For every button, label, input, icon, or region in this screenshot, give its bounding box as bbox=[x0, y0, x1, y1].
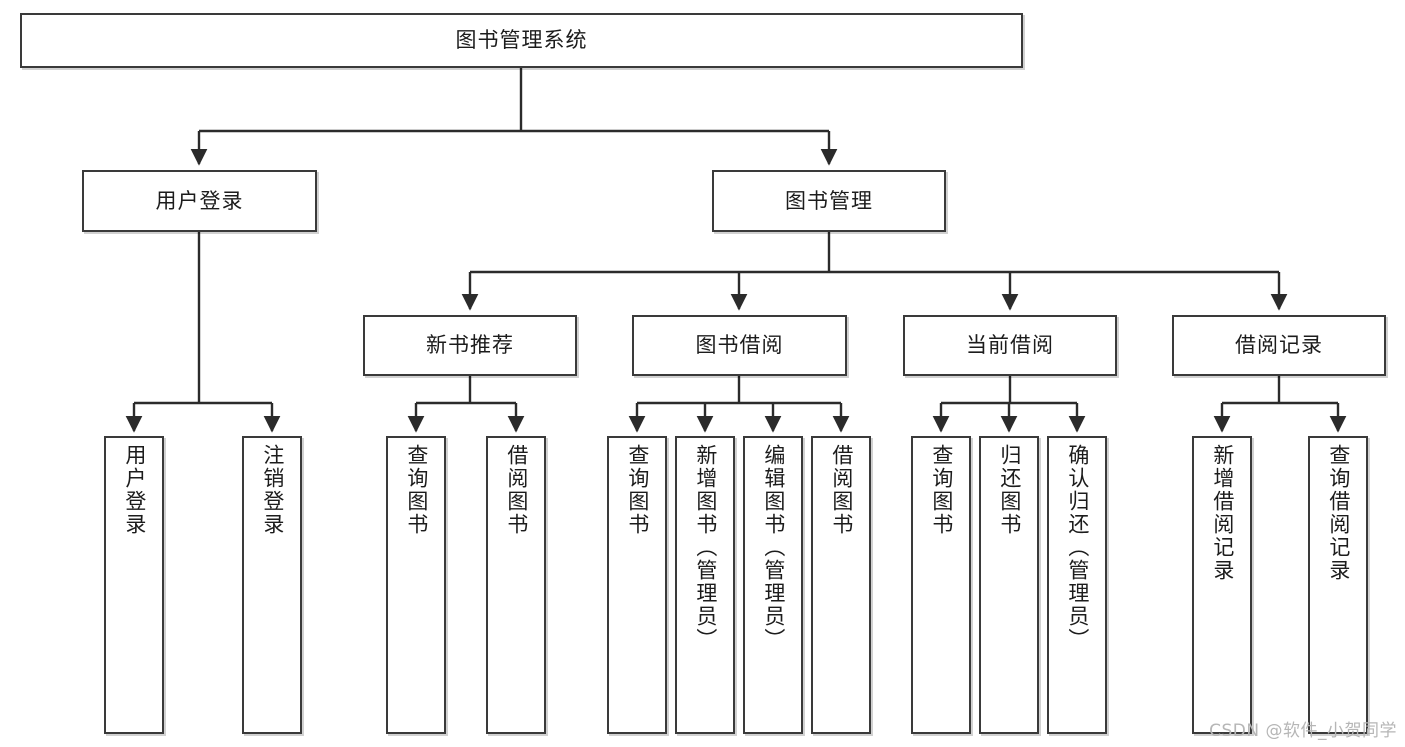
node-leaf-logout-label: 注销登录 bbox=[260, 444, 285, 536]
node-leaf-logout[interactable]: 注销登录 bbox=[242, 436, 302, 734]
node-book-borrow[interactable]: 图书借阅 bbox=[632, 315, 847, 376]
node-current-borrow-label: 当前借阅 bbox=[966, 333, 1054, 358]
node-leaf-borrow-book-2[interactable]: 借阅图书 bbox=[811, 436, 871, 734]
node-leaf-query-book-1[interactable]: 查询图书 bbox=[386, 436, 446, 734]
node-new-book-rec-label: 新书推荐 bbox=[426, 333, 514, 358]
node-leaf-edit-book-admin-label: 编辑图书（管理员） bbox=[761, 444, 786, 651]
node-borrow-record-label: 借阅记录 bbox=[1235, 333, 1323, 358]
node-user-login[interactable]: 用户登录 bbox=[82, 170, 317, 232]
node-leaf-query-borrow-record[interactable]: 查询借阅记录 bbox=[1308, 436, 1368, 734]
node-leaf-query-book-2-label: 查询图书 bbox=[625, 444, 650, 536]
node-leaf-user-login-label: 用户登录 bbox=[122, 444, 147, 536]
node-leaf-add-borrow-record[interactable]: 新增借阅记录 bbox=[1192, 436, 1252, 734]
node-leaf-user-login[interactable]: 用户登录 bbox=[104, 436, 164, 734]
node-leaf-borrow-book-1[interactable]: 借阅图书 bbox=[486, 436, 546, 734]
node-new-book-rec[interactable]: 新书推荐 bbox=[363, 315, 577, 376]
node-root-label: 图书管理系统 bbox=[455, 28, 588, 53]
node-root[interactable]: 图书管理系统 bbox=[20, 13, 1023, 68]
node-leaf-add-borrow-record-label: 新增借阅记录 bbox=[1210, 444, 1235, 582]
node-leaf-add-book-admin-label: 新增图书（管理员） bbox=[693, 444, 718, 651]
node-leaf-edit-book-admin[interactable]: 编辑图书（管理员） bbox=[743, 436, 803, 734]
node-book-manage-label: 图书管理 bbox=[785, 188, 873, 213]
node-current-borrow[interactable]: 当前借阅 bbox=[903, 315, 1117, 376]
node-leaf-borrow-book-1-label: 借阅图书 bbox=[504, 444, 529, 536]
node-user-login-label: 用户登录 bbox=[155, 188, 244, 213]
node-leaf-confirm-return-admin-label: 确认归还（管理员） bbox=[1065, 444, 1090, 651]
node-leaf-borrow-book-2-label: 借阅图书 bbox=[829, 444, 854, 536]
node-leaf-confirm-return-admin[interactable]: 确认归还（管理员） bbox=[1047, 436, 1107, 734]
node-leaf-query-book-3[interactable]: 查询图书 bbox=[911, 436, 971, 734]
watermark: CSDN @软件_小贺同学 bbox=[1209, 721, 1397, 741]
node-book-manage[interactable]: 图书管理 bbox=[712, 170, 946, 232]
node-leaf-query-book-2[interactable]: 查询图书 bbox=[607, 436, 667, 734]
node-leaf-add-book-admin[interactable]: 新增图书（管理员） bbox=[675, 436, 735, 734]
node-leaf-return-book-label: 归还图书 bbox=[997, 444, 1022, 536]
node-leaf-query-borrow-record-label: 查询借阅记录 bbox=[1326, 444, 1351, 582]
node-book-borrow-label: 图书借阅 bbox=[695, 333, 784, 358]
node-borrow-record[interactable]: 借阅记录 bbox=[1172, 315, 1386, 376]
node-leaf-query-book-1-label: 查询图书 bbox=[404, 444, 429, 536]
node-leaf-return-book[interactable]: 归还图书 bbox=[979, 436, 1039, 734]
node-leaf-query-book-3-label: 查询图书 bbox=[929, 444, 954, 536]
